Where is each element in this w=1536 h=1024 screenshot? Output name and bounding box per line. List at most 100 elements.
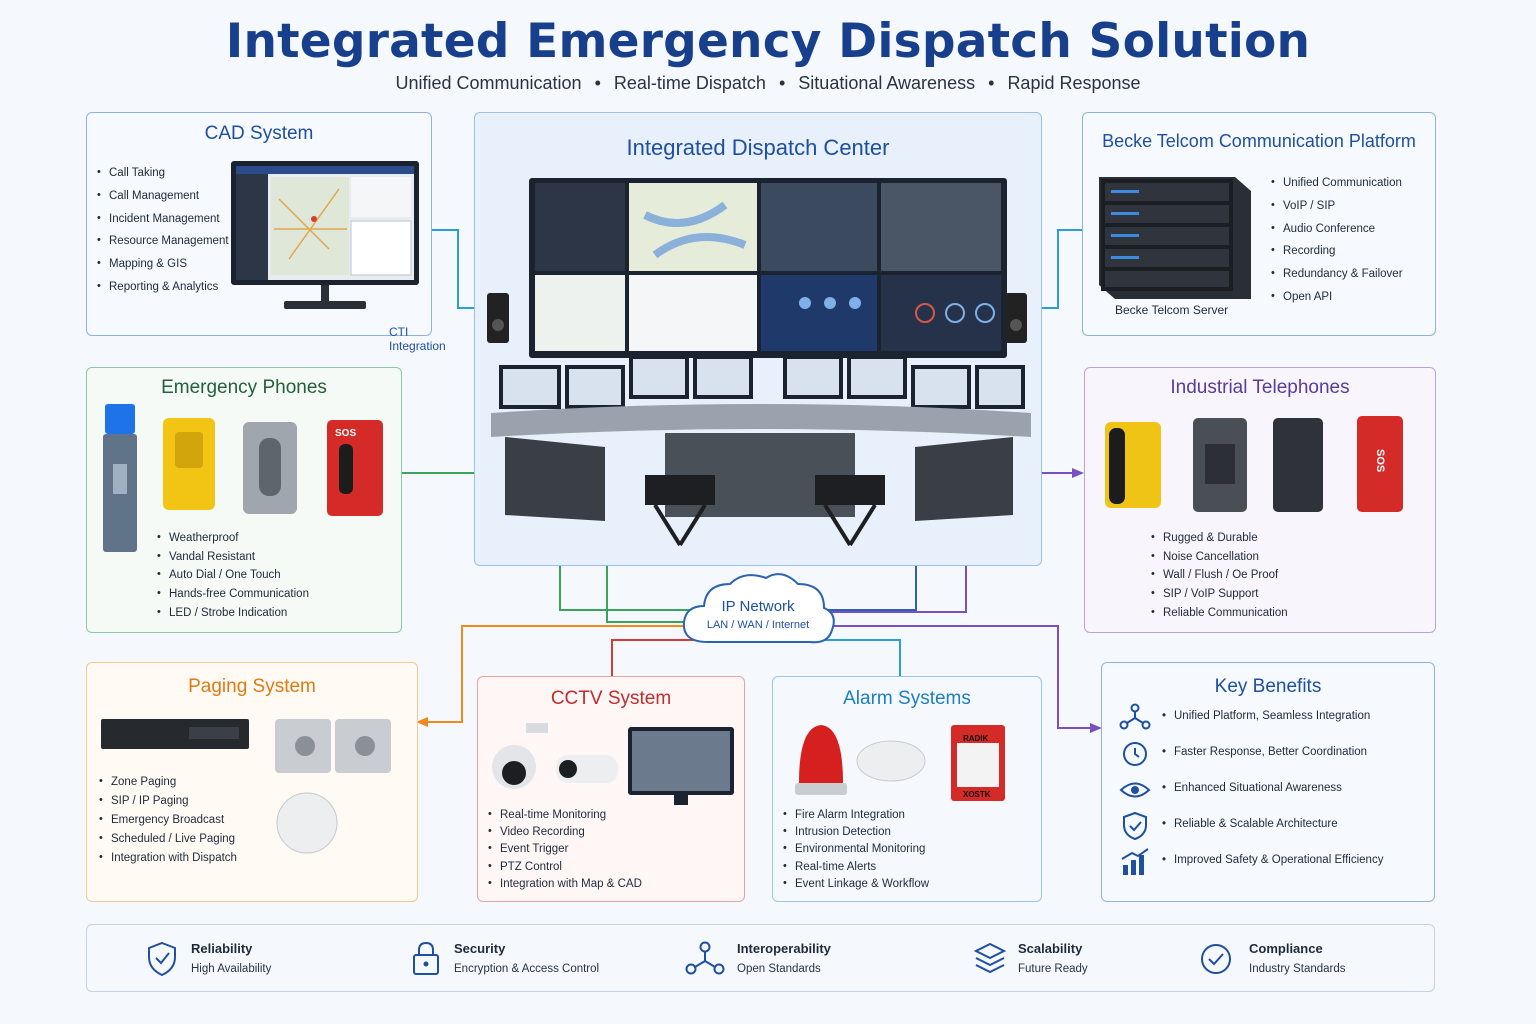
key-benefits-card: Key Benefits Unified Platform, Seamless …	[1101, 662, 1435, 902]
emergency-phones-title: Emergency Phones	[161, 377, 327, 398]
list-item: LED / Strobe Indication	[157, 603, 309, 623]
industrial-telephones-card: Industrial Telephones SOS Rugged & Durab…	[1084, 367, 1436, 633]
network-connector	[559, 566, 690, 611]
benefit-text: Enhanced Situational Awareness	[1162, 782, 1342, 794]
lock-icon	[413, 941, 439, 975]
list-item: Hands-free Communication	[157, 584, 309, 604]
list-item: Weatherproof	[157, 528, 309, 548]
list-item: Noise Cancellation	[1151, 547, 1288, 567]
dispatch-center-title: Integrated Dispatch Center	[626, 135, 890, 160]
list-item: Video Recording	[488, 823, 642, 841]
benefit-text: Reliable & Scalable Architecture	[1162, 818, 1338, 830]
list-item: Real-time Alerts	[783, 858, 929, 876]
list-item: VoIP / SIP	[1271, 194, 1403, 218]
check-icon	[1201, 944, 1231, 974]
list-item: Unified Communication	[1271, 171, 1403, 195]
arrow-head	[1072, 468, 1084, 478]
alarm-systems-card: Alarm Systems RADIK XOSTK Fire Alarm Int…	[772, 676, 1042, 902]
video-wall	[535, 183, 1001, 351]
benefit-row: Faster Response, Better Coordination	[1118, 739, 1438, 769]
subtitle-separator: •	[594, 73, 601, 93]
list-item: Reporting & Analytics	[97, 275, 229, 299]
paging-system-card: Paging System Zone Paging SIP / IP Pagin…	[86, 662, 418, 902]
list-item: Reliable Communication	[1151, 603, 1288, 623]
list-item: Wall / Flush / Oe Proof	[1151, 565, 1288, 585]
footer-subtitle: Encryption & Access Control	[454, 963, 600, 975]
emergency-phones-image: SOS	[103, 404, 383, 552]
subtitle-item: Real-time Dispatch	[613, 73, 766, 93]
becke-platform-card: Becke Telcom Communication Platform Beck…	[1082, 112, 1436, 336]
footer-subtitle: Industry Standards	[1249, 963, 1346, 975]
cti-integration-label: CTI Integration	[389, 325, 446, 353]
benefit-row: Enhanced Situational Awareness	[1118, 775, 1438, 805]
paging-devices-image	[101, 719, 391, 854]
list-item: Rugged & Durable	[1151, 528, 1288, 548]
list-item: Vandal Resistant	[157, 547, 309, 567]
list-item: SIP / VoIP Support	[1151, 584, 1288, 604]
list-item: Integration with Map & CAD	[488, 875, 642, 893]
network-connector	[826, 566, 917, 611]
sos-text: SOS	[335, 428, 356, 439]
subtitle-separator: •	[988, 73, 995, 93]
list-item: Intrusion Detection	[783, 823, 929, 841]
list-item: Call Management	[97, 184, 229, 208]
ip-network-title: IP Network	[721, 598, 795, 615]
layers-icon	[973, 942, 1007, 974]
alarm-device-label: RADIK	[963, 734, 989, 743]
network-connector	[826, 566, 967, 613]
industrial-telephones-title: Industrial Telephones	[1170, 377, 1350, 398]
footer-subtitle: Future Ready	[1018, 963, 1088, 975]
eye-icon	[1119, 782, 1151, 798]
cad-feature-list: Call Taking Call Management Incident Man…	[97, 161, 229, 299]
server-rack-image	[1099, 177, 1251, 299]
subtitle-separator: •	[778, 73, 786, 93]
footer-title: Security	[454, 941, 506, 956]
benefit-row: Reliable & Scalable Architecture	[1118, 811, 1438, 841]
list-item: Fire Alarm Integration	[783, 806, 929, 824]
page-subtitle: Unified Communication • Real-time Dispat…	[0, 73, 1536, 94]
cctv-devices-image	[492, 723, 734, 805]
ip-network-cloud	[682, 573, 835, 644]
benefit-text: Unified Platform, Seamless Integration	[1162, 710, 1370, 722]
cad-connector	[432, 229, 474, 309]
list-item: Event Linkage & Workflow	[783, 875, 929, 893]
footer-subtitle: High Availability	[191, 963, 272, 975]
cad-monitor-image	[231, 161, 419, 309]
footer-title: Compliance	[1249, 941, 1323, 956]
becke-feature-list: Unified Communication VoIP / SIP Audio C…	[1271, 171, 1403, 309]
subtitle-item: Rapid Response	[1007, 73, 1141, 93]
emergency-phones-feature-list: Weatherproof Vandal Resistant Auto Dial …	[157, 528, 309, 623]
server-label: Becke Telcom Server	[1115, 303, 1229, 317]
dispatch-room-image	[487, 178, 1031, 547]
footer-bar: Reliability High Availability Security E…	[86, 924, 1435, 992]
list-item: Auto Dial / One Touch	[157, 565, 309, 585]
paging-system-title: Paging System	[188, 676, 316, 697]
industrial-feature-list: Rugged & Durable Noise Cancellation Wall…	[1151, 528, 1288, 623]
shield-icon	[148, 941, 176, 977]
list-item: PTZ Control	[488, 858, 642, 876]
alarm-device-label: XOSTK	[963, 790, 991, 799]
list-item: Real-time Monitoring	[488, 806, 642, 824]
sos-text: SOS	[1374, 449, 1386, 472]
becke-connector	[1042, 229, 1082, 309]
emergency-phones-card: Emergency Phones SOS Weatherproof Vandal…	[86, 367, 402, 633]
paging-feature-list: Zone Paging SIP / IP Paging Emergency Br…	[99, 772, 237, 868]
key-benefits-title: Key Benefits	[1214, 676, 1322, 697]
list-item: Zone Paging	[99, 772, 237, 792]
alarm-feature-list: Fire Alarm Integration Intrusion Detecti…	[783, 806, 929, 893]
ip-network-subtitle: LAN / WAN / Internet	[706, 619, 810, 631]
dispatch-center-card: Integrated Dispatch Center	[474, 112, 1042, 566]
alarm-systems-title: Alarm Systems	[843, 688, 971, 709]
cctv-system-card: CCTV System Real-time Monitoring Video R…	[477, 676, 745, 902]
list-item: Resource Management	[97, 229, 229, 253]
cad-system-title: CAD System	[204, 123, 314, 144]
footer-title: Reliability	[191, 941, 253, 956]
list-item: Scheduled / Live Paging	[99, 829, 237, 849]
list-item: Integration with Dispatch	[99, 848, 237, 868]
list-item: Emergency Broadcast	[99, 810, 237, 830]
list-item: Mapping & GIS	[97, 252, 229, 276]
alarm-devices-image: RADIK XOSTK	[795, 725, 1005, 801]
cad-system-card: CAD System Call Taking Call Management I…	[86, 112, 446, 353]
list-item: Incident Management	[97, 207, 229, 231]
cctv-feature-list: Real-time Monitoring Video Recording Eve…	[488, 806, 642, 893]
